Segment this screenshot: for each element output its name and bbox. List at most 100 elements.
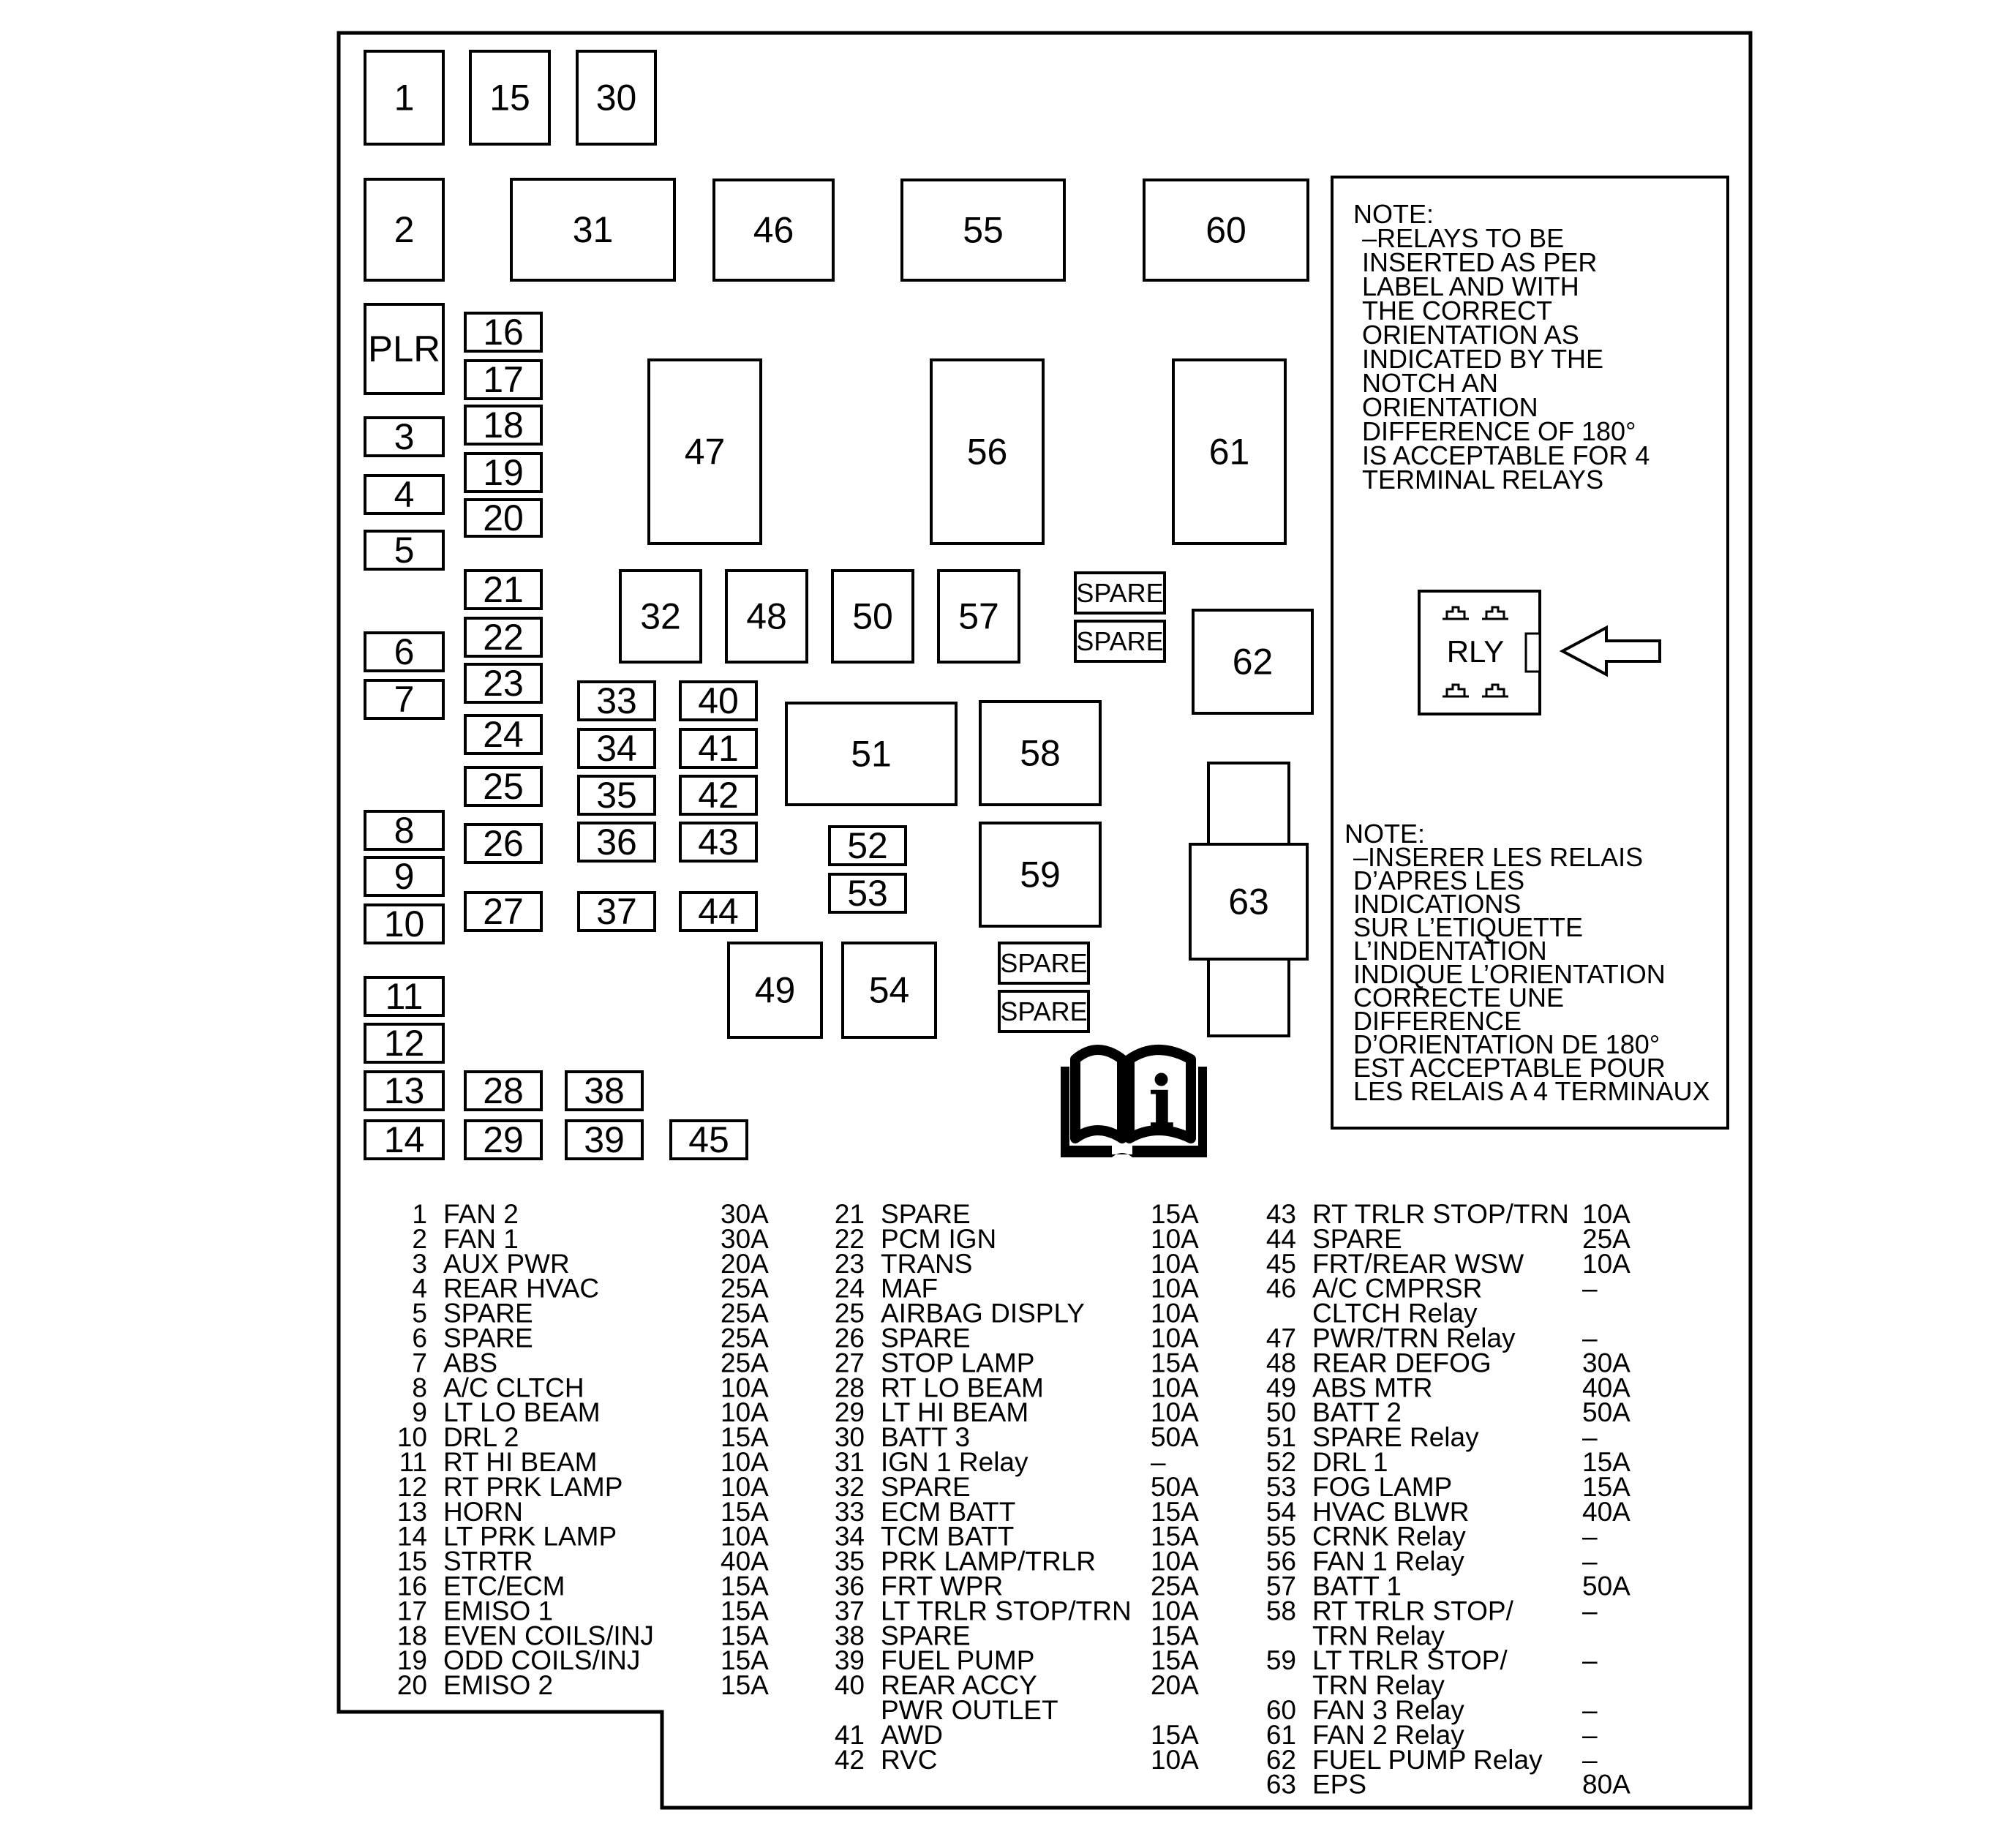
legend-fuse-number: 45 — [1266, 1249, 1296, 1279]
legend-amp-rating: 10A — [721, 1472, 769, 1502]
fuse-label: 35 — [596, 775, 637, 816]
fuse-cavity: 63 — [1189, 843, 1309, 961]
legend-amp-rating: 10A — [1151, 1397, 1199, 1427]
legend-fuse-number: 61 — [1266, 1720, 1296, 1750]
fuse-cavity: 20 — [464, 497, 543, 538]
fuse-cavity-outline — [1074, 571, 1166, 615]
legend-fuse-number: 16 — [397, 1571, 427, 1601]
legend-circuit-name: TCM BATT — [881, 1522, 1014, 1552]
legend-amp-rating: – — [1582, 1274, 1598, 1304]
fuse-label: 28 — [483, 1070, 524, 1111]
legend-amp-rating: 30A — [721, 1224, 769, 1254]
note-fr-line: L’INDENTATION — [1353, 936, 1547, 966]
fuse-cavity-outline — [828, 873, 907, 914]
legend-circuit-name: EVEN COILS/INJ — [443, 1620, 654, 1650]
fuse-cavity: 35 — [577, 775, 656, 816]
fuse-cavity: PLR — [364, 303, 445, 395]
legend-circuit-name: TRN Relay — [1312, 1670, 1445, 1700]
fuse-label: 55 — [963, 210, 1004, 251]
fuse-label: 19 — [483, 452, 524, 493]
fuse-cavity: 56 — [930, 358, 1045, 545]
fuse-cavity-outline — [464, 891, 543, 932]
legend-amp-rating: 20A — [721, 1249, 769, 1279]
fuse-cavity: 4 — [364, 474, 445, 515]
legend-amp-rating: – — [1582, 1323, 1598, 1353]
legend-fuse-number: 27 — [835, 1348, 865, 1378]
legend-circuit-name: ABS MTR — [1312, 1372, 1432, 1402]
fuse-cavity: 62 — [1192, 609, 1314, 715]
fuse-cavity-outline — [464, 1119, 543, 1160]
fuse-cavity: 36 — [577, 822, 656, 863]
fuse-label: 12 — [384, 1023, 425, 1064]
legend-fuse-number: 9 — [412, 1397, 427, 1427]
fuse-label: 52 — [847, 825, 888, 866]
legend-circuit-name: A/C CMPRSR — [1312, 1274, 1482, 1304]
fuse-cavity: 23 — [464, 663, 543, 704]
fuse-label: 10 — [384, 903, 425, 944]
fuse-cavity-outline — [510, 178, 676, 282]
legend-amp-rating: – — [1582, 1422, 1598, 1452]
fuse-label: 27 — [483, 891, 524, 932]
note-fr-line: SUR L’ETIQUETTE — [1353, 912, 1583, 942]
fuse-cavity-outline — [577, 680, 656, 721]
note-fr-line: LES RELAIS A 4 TERMINAUX — [1353, 1076, 1710, 1106]
fuse-cavity: SPARE — [998, 942, 1090, 985]
fuse-label: 4 — [394, 474, 415, 515]
legend-fuse-number: 22 — [835, 1224, 865, 1254]
note-fr-line: DIFFERENCE — [1353, 1006, 1522, 1036]
relay-body — [1418, 590, 1541, 715]
legend-amp-rating: 15A — [1151, 1199, 1199, 1229]
fuse-cavity-outline — [565, 1119, 644, 1160]
fuse-cavity: 28 — [464, 1070, 543, 1111]
legend-amp-rating: 10A — [1151, 1299, 1199, 1329]
legend-fuse-number: 43 — [1266, 1199, 1296, 1229]
legend-fuse-number: 25 — [835, 1299, 865, 1329]
legend-amp-rating: 15A — [1151, 1720, 1199, 1750]
fuse-label: 18 — [483, 405, 524, 446]
fuse-cavity: 43 — [679, 822, 758, 863]
note-en-line: TERMINAL RELAYS — [1362, 465, 1603, 495]
legend-fuse-number: 30 — [835, 1422, 865, 1452]
legend-amp-rating: – — [1582, 1695, 1598, 1725]
legend-fuse-number: 59 — [1266, 1645, 1296, 1675]
fuse-label: 39 — [584, 1119, 625, 1160]
legend-circuit-name: FAN 3 Relay — [1312, 1695, 1464, 1725]
note-en-line: ORIENTATION — [1362, 392, 1538, 422]
legend-amp-rating: 25A — [721, 1348, 769, 1378]
legend-circuit-name: AWD — [881, 1720, 943, 1750]
legend-circuit-name: REAR ACCY — [881, 1670, 1037, 1700]
legend-fuse-number: 11 — [399, 1447, 427, 1477]
legend-fuse-number: 19 — [397, 1645, 427, 1675]
legend-amp-rating: 30A — [1582, 1348, 1631, 1378]
legend-fuse-number: 48 — [1266, 1348, 1296, 1378]
legend-circuit-name: BATT 3 — [881, 1422, 970, 1452]
fuse-cavity-outline — [577, 775, 656, 816]
legend-circuit-name: TRN Relay — [1312, 1620, 1445, 1650]
legend-amp-rating: 15A — [1582, 1447, 1631, 1477]
fuse-cavity: 9 — [364, 856, 445, 897]
legend-fuse-number: 2 — [412, 1224, 427, 1254]
legend-amp-rating: 15A — [721, 1645, 769, 1675]
fuse-label: 47 — [685, 432, 726, 473]
legend-amp-rating: 25A — [721, 1323, 769, 1353]
legend-circuit-name: RT PRK LAMP — [443, 1472, 623, 1502]
legend-fuse-number: 31 — [835, 1447, 865, 1477]
fuse-label: 54 — [869, 970, 910, 1011]
fuse-cavity: SPARE — [998, 990, 1090, 1033]
fuse-label: 50 — [852, 596, 893, 637]
fuse-label: 60 — [1206, 210, 1246, 251]
fuse-label: 37 — [596, 891, 637, 932]
legend-fuse-number: 60 — [1266, 1695, 1296, 1725]
fuse-label: 36 — [596, 822, 637, 863]
legend-fuse-number: 20 — [397, 1670, 427, 1700]
fuse-cavity: 57 — [937, 569, 1020, 664]
fuse-cavity-outline — [364, 1119, 445, 1160]
legend-fuse-number: 57 — [1266, 1571, 1296, 1601]
fuse-cavity-outline — [464, 569, 543, 610]
note-en-line: ORIENTATION AS — [1362, 320, 1579, 350]
legend-fuse-number: 28 — [835, 1372, 865, 1402]
fuse-cavity-outline — [1143, 179, 1309, 282]
legend-fuse-number: 50 — [1266, 1397, 1296, 1427]
legend-circuit-name: SPARE — [881, 1323, 971, 1353]
fuse-cavity-outline — [669, 1119, 748, 1160]
